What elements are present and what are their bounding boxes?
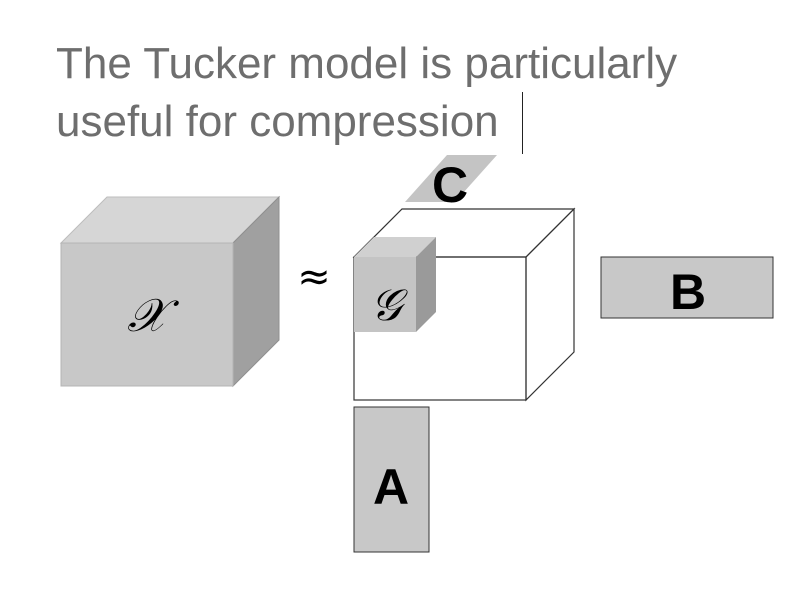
factor-a-label: A [373,459,409,515]
approx-symbol: ≈ [297,254,331,300]
tensor-x-front-face [60,242,234,387]
factor-b-label: B [670,264,706,320]
tensor-x-cube: 𝒳 [59,195,281,388]
wireframe-side-face [525,207,575,402]
factor-c-label: C [432,157,468,213]
core-g-front-face [354,257,416,332]
slide-title-line-1: The Tucker model is particularly [56,39,678,88]
factor-a-shape [353,406,430,553]
core-tensor-g: 𝒢 [354,237,436,332]
factor-b: B [600,256,774,320]
slide-title-line-2: useful for compression [56,97,499,146]
text-cursor [522,92,523,154]
factor-c: C [405,155,497,213]
factor-b-shape [600,256,774,319]
factor-c-shape [405,155,497,202]
core-g-top-face [354,237,436,257]
core-g-side-face [416,237,436,332]
factor-a: A [353,406,430,553]
